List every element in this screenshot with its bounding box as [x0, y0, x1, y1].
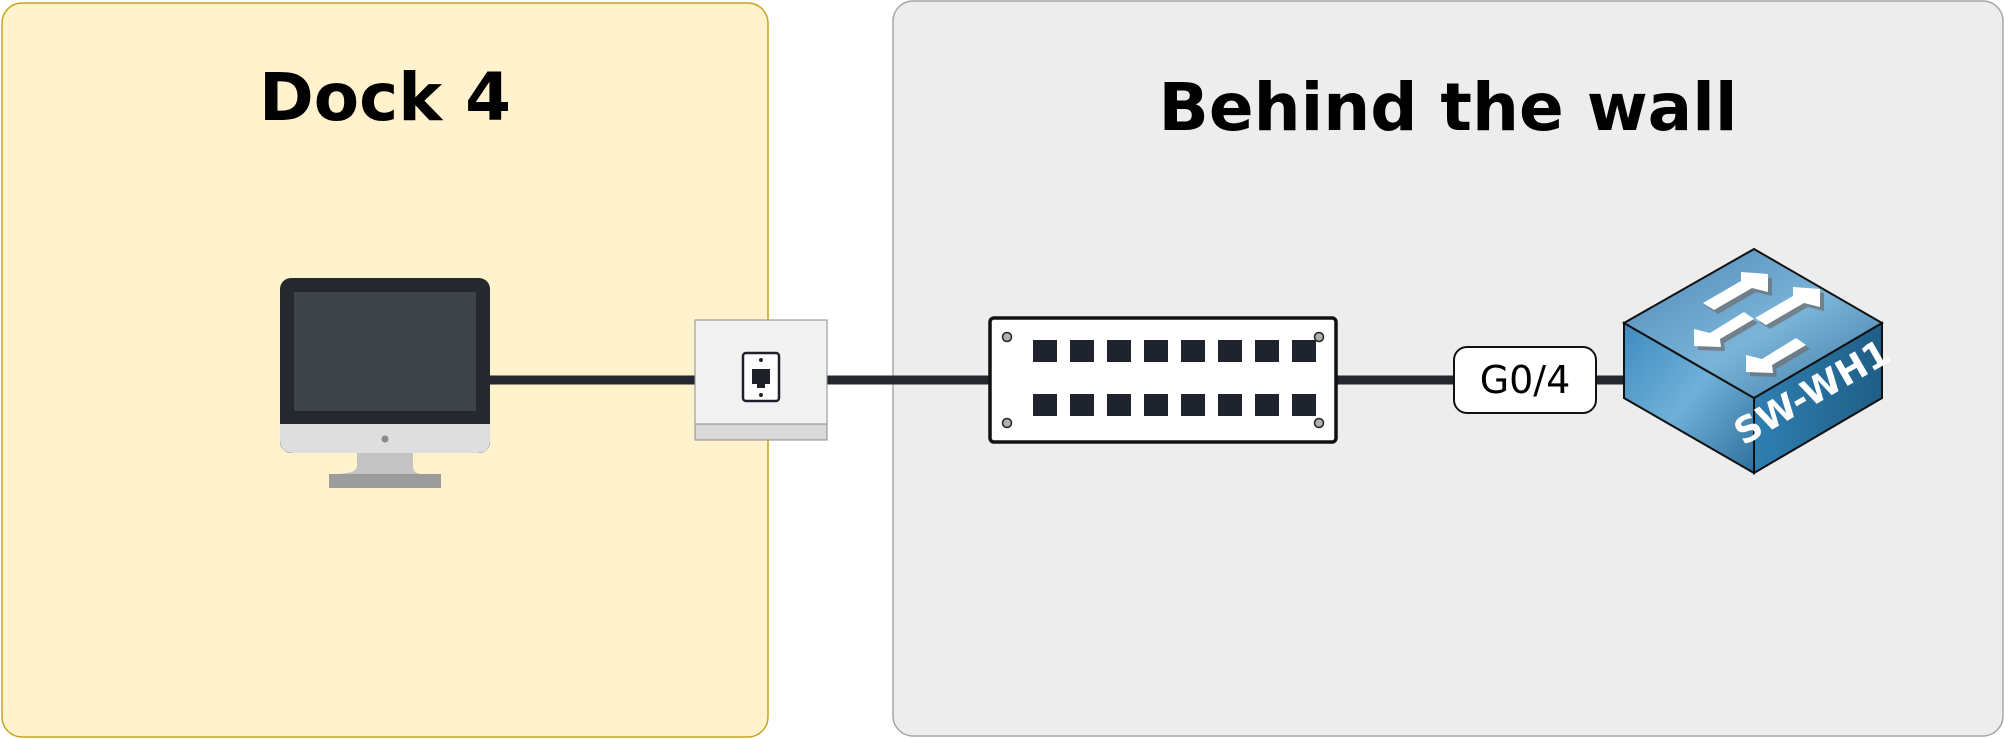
patch-panel-port[interactable] — [1144, 340, 1168, 362]
port-label-box — [1453, 346, 1597, 414]
arrow-lower-left — [1694, 312, 1754, 347]
jack-screw-bottom — [759, 393, 763, 397]
patch-panel-icon[interactable] — [988, 316, 1338, 444]
patch-panel-port[interactable] — [1070, 394, 1094, 416]
monitor-logo — [381, 435, 389, 443]
monitor-screen — [294, 292, 476, 411]
monitor-base — [329, 474, 441, 488]
patch-panel-port[interactable] — [1070, 340, 1094, 362]
patch-panel-port[interactable] — [1255, 340, 1279, 362]
arrow-upper-right — [1755, 287, 1820, 325]
patch-panel-screw — [1313, 331, 1325, 343]
patch-panel-port[interactable] — [1107, 394, 1131, 416]
patch-panel-screw — [1001, 331, 1013, 343]
patch-panel-port[interactable] — [1181, 340, 1205, 362]
zone-behind-wall-background — [892, 0, 2004, 737]
patch-panel-screw — [1313, 417, 1325, 429]
rj45-port — [752, 369, 770, 388]
patch-panel-port[interactable] — [1107, 340, 1131, 362]
patch-panel-ports — [1033, 340, 1316, 416]
patch-panel-screw — [1001, 417, 1013, 429]
monitor-stand — [334, 453, 436, 474]
patch-panel-port[interactable] — [1255, 394, 1279, 416]
arrow-upper-left — [1703, 272, 1768, 310]
port-label[interactable]: G0/4 — [1453, 346, 1597, 414]
patch-panel-port[interactable] — [1218, 340, 1242, 362]
patch-panel-port[interactable] — [1144, 394, 1168, 416]
patch-panel-port[interactable] — [1033, 394, 1057, 416]
wall-plate-bottom — [694, 423, 828, 441]
patch-panel-port[interactable] — [1033, 340, 1057, 362]
arrow-lower-right — [1746, 338, 1806, 373]
patch-panel-port[interactable] — [1292, 394, 1316, 416]
ethernet-wall-jack-icon[interactable] — [694, 319, 828, 441]
patch-panel-port[interactable] — [1181, 394, 1205, 416]
patch-panel-body — [988, 316, 1338, 444]
network-switch-icon[interactable]: SW-WH1 — [1621, 247, 1897, 475]
zone-behind-wall-title: Behind the wall — [1159, 69, 1738, 146]
zone-behind-wall: Behind the wall — [892, 0, 2004, 737]
switching-arrows-icon — [1694, 272, 1824, 377]
patch-panel-port[interactable] — [1292, 340, 1316, 362]
desktop-computer-icon[interactable] — [280, 278, 490, 488]
zone-dock-title: Dock 4 — [259, 59, 511, 136]
jack-screw-top — [759, 358, 763, 362]
patch-panel-port[interactable] — [1218, 394, 1242, 416]
port-label-text: G0/4 — [1480, 358, 1571, 402]
